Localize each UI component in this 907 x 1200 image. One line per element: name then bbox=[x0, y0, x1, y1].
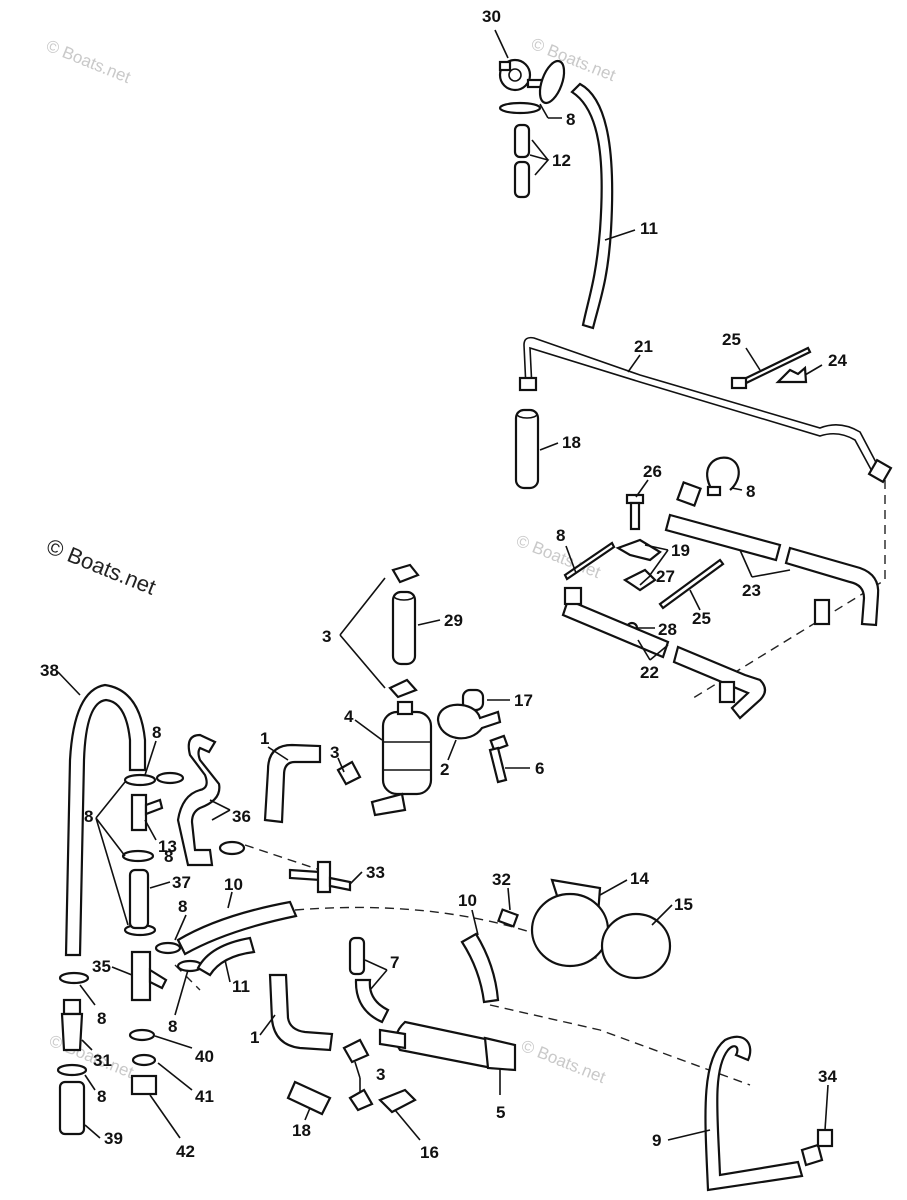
watermark: © Boats.net bbox=[47, 1031, 137, 1082]
callout-label: 17 bbox=[514, 691, 533, 710]
callout-label: 7 bbox=[390, 953, 399, 972]
fuel-pump-fitting-icon bbox=[498, 58, 544, 92]
callout-label: 3 bbox=[330, 743, 339, 762]
callout-label: 10 bbox=[224, 875, 243, 894]
callout-label: 35 bbox=[92, 957, 111, 976]
callout-label: 11 bbox=[640, 219, 658, 238]
callout-label: 37 bbox=[172, 873, 191, 892]
callout-label: 8 bbox=[556, 526, 565, 545]
callout-label: 3 bbox=[322, 627, 331, 646]
callout-label: 8 bbox=[746, 482, 755, 501]
callout-label: 30 bbox=[482, 7, 501, 26]
callout-label: 8 bbox=[84, 807, 93, 826]
callout-label: 8 bbox=[178, 897, 187, 916]
callout-label: 13 bbox=[158, 837, 177, 856]
callout-label: 31 bbox=[93, 1051, 112, 1070]
watermark: © Boats.net bbox=[519, 1036, 609, 1087]
callout-label: 25 bbox=[692, 609, 711, 628]
leader-lines bbox=[57, 29, 829, 1141]
callout-label: 39 bbox=[104, 1129, 123, 1148]
callout-label: 41 bbox=[195, 1087, 214, 1106]
callout-label: 1 bbox=[250, 1028, 259, 1047]
callout-label: 8 bbox=[164, 847, 173, 866]
callout-label: 16 bbox=[420, 1143, 439, 1162]
callout-label: 36 bbox=[232, 807, 251, 826]
watermark: © Boats.net bbox=[44, 36, 134, 87]
callout-label: 3 bbox=[376, 1065, 385, 1084]
callout-label: 23 bbox=[742, 581, 761, 600]
callout-label: 8 bbox=[97, 1087, 106, 1106]
parts bbox=[56, 58, 893, 1192]
callout-label: 25 bbox=[722, 330, 741, 349]
callout-label: 5 bbox=[496, 1103, 505, 1122]
callout-labels: 30 8 12 11 21 25 24 18 26 8 8 19 27 23 2… bbox=[40, 7, 847, 1162]
callout-label: 27 bbox=[656, 567, 675, 586]
callout-label: 38 bbox=[40, 661, 59, 680]
callout-label: 10 bbox=[458, 891, 477, 910]
callout-label: 24 bbox=[828, 351, 847, 370]
callout-label: 28 bbox=[658, 620, 677, 639]
callout-label: 8 bbox=[97, 1009, 106, 1028]
callout-label: 29 bbox=[444, 611, 463, 630]
callout-label: 8 bbox=[566, 110, 575, 129]
callout-label: 4 bbox=[344, 707, 354, 726]
callout-label: 21 bbox=[634, 337, 653, 356]
callout-label: 19 bbox=[671, 541, 690, 560]
callout-label: 26 bbox=[643, 462, 662, 481]
callout-label: 40 bbox=[195, 1047, 214, 1066]
copyright-text: © Boats.net bbox=[43, 533, 159, 599]
callout-label: 15 bbox=[674, 895, 693, 914]
callout-label: 8 bbox=[152, 723, 161, 742]
callout-label: 33 bbox=[366, 863, 385, 882]
callout-label: 18 bbox=[562, 433, 581, 452]
callout-label: 22 bbox=[640, 663, 659, 682]
callout-label: 9 bbox=[652, 1131, 661, 1150]
callout-label: 2 bbox=[440, 760, 449, 779]
callout-label: 11 bbox=[232, 977, 250, 996]
callout-label: 6 bbox=[535, 759, 544, 778]
callout-label: 8 bbox=[168, 1017, 177, 1036]
callout-label: 12 bbox=[552, 151, 571, 170]
callout-label: 1 bbox=[260, 729, 269, 748]
callout-label: 42 bbox=[176, 1142, 195, 1161]
callout-label: 14 bbox=[630, 869, 649, 888]
callout-label: 32 bbox=[492, 870, 511, 889]
callout-label: 34 bbox=[818, 1067, 837, 1086]
callout-label: 18 bbox=[292, 1121, 311, 1140]
